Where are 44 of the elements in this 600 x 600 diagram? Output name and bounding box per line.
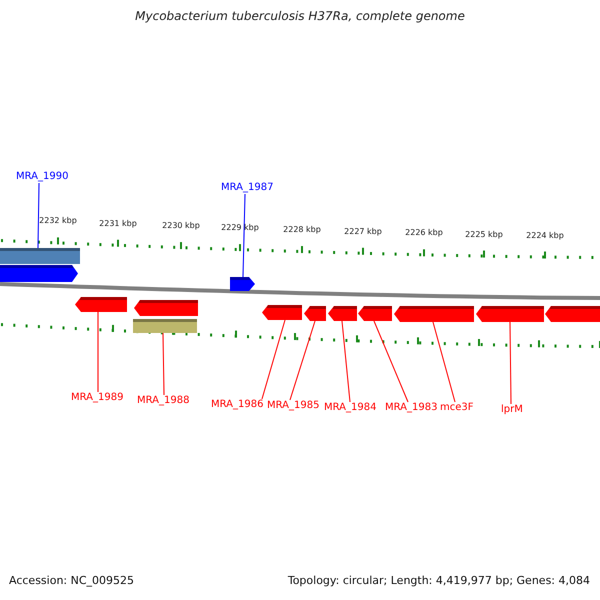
scale-label: 2226 kbp	[405, 228, 443, 238]
diagram-title: Mycobacterium tuberculosis H37Ra, complete genome	[134, 9, 466, 23]
leader-line	[432, 322, 456, 402]
leader-line	[38, 182, 40, 248]
genome-summary: Topology: circular; Length: 4,419,977 bp; Genes: 4,084	[288, 574, 590, 587]
leader-line	[162, 332, 164, 396]
gene-feature	[328, 306, 357, 321]
gene-feature	[134, 300, 198, 316]
gene-feature	[304, 306, 326, 321]
gene-feature	[476, 306, 544, 322]
scale-label: 2229 kbp	[221, 223, 259, 234]
gene-feature	[358, 306, 392, 321]
gene-label: MRA_1984	[324, 402, 376, 414]
gene-label: MRA_1989	[71, 392, 124, 404]
scale-label: 2227 kbp	[344, 226, 382, 237]
leader-line	[290, 320, 316, 400]
scale-label: 2224 kbp	[526, 230, 564, 241]
gene-feature	[0, 265, 78, 282]
gene-label: MRA_1983	[385, 402, 438, 414]
scale-label: 2230 kbp	[162, 221, 200, 232]
gene-label: MRA_1985	[267, 400, 320, 412]
gene-label: lprM	[501, 404, 523, 416]
gene-label: MRA_1987	[221, 182, 274, 194]
scale-label: 2232 kbp	[39, 216, 77, 226]
gene-feature	[262, 305, 302, 320]
gene-bar	[0, 248, 80, 264]
scale-label: 2228 kbp	[283, 225, 321, 236]
accession-label: Accession: NC_009525	[9, 574, 134, 587]
gene-feature	[545, 306, 600, 322]
gene-feature	[75, 297, 127, 312]
gene-feature	[394, 306, 474, 322]
leader-line	[342, 320, 350, 402]
gene-bar	[133, 319, 197, 333]
gene-feature	[230, 277, 255, 291]
gene-label: MRA_1990	[16, 171, 68, 183]
gene-label: MRA_1988	[137, 395, 190, 407]
scale-label: 2225 kbp	[465, 230, 503, 240]
scale-label: 2231 kbp	[99, 218, 137, 229]
leader-line	[510, 322, 512, 404]
leader-line	[242, 194, 246, 278]
gene-label: MRA_1986	[211, 399, 264, 411]
leader-line	[374, 320, 408, 402]
gene-label: mce3F	[440, 402, 474, 414]
leader-line	[262, 320, 286, 400]
